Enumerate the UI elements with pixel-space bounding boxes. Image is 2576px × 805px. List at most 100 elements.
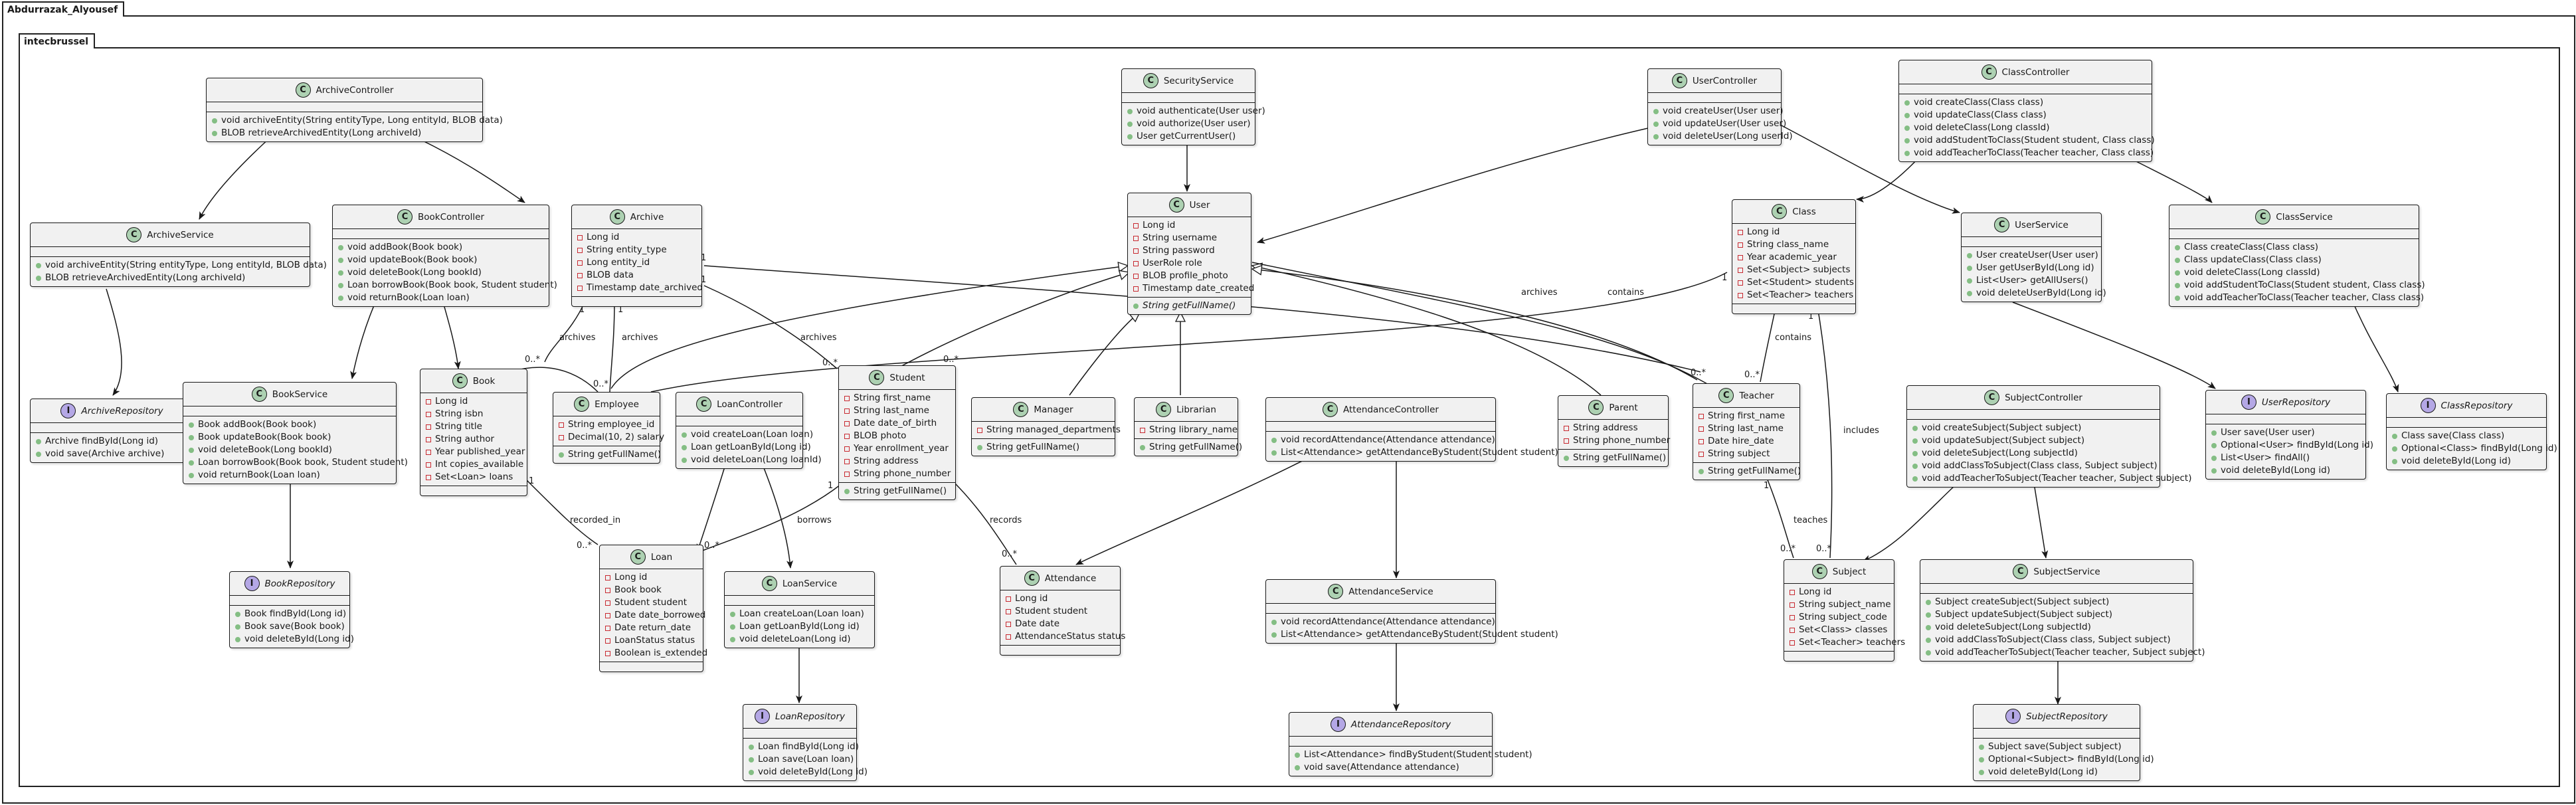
method-row: Loan borrowBook(Book book, Student stude… (189, 456, 408, 469)
class-icon: C (2255, 209, 2271, 224)
field-row: Long id (605, 571, 697, 584)
method-signature: void addClassToSubject(Class class, Subj… (1935, 634, 2171, 645)
class-name: ArchiveController (316, 84, 394, 96)
public-visibility-icon (2392, 458, 2397, 464)
method-signature: String getFullName() (1143, 300, 1236, 311)
field-row: String last_name (844, 404, 950, 417)
methods-section: Subject createSubject(Subject subject)Su… (1920, 593, 2205, 661)
public-visibility-icon (36, 275, 41, 281)
method-signature: void authorize(User user) (1137, 118, 1251, 129)
field-row: Long id (1006, 592, 1115, 605)
public-visibility-icon (1904, 100, 1910, 106)
interface-icon: I (2005, 709, 2021, 724)
methods-section: Class save(Class class)Optional<Class> f… (2387, 427, 2557, 470)
fields-section (333, 229, 549, 238)
public-visibility-icon (730, 611, 735, 617)
public-visibility-icon (1127, 134, 1133, 139)
field-row: Student student (1006, 605, 1115, 618)
methods-section: List<Attendance> findByStudent(Student s… (1289, 746, 1532, 776)
class-icon: C (696, 397, 712, 412)
fields-section (1266, 604, 1495, 613)
method-signature: Optional<Class> findById(Long id) (2401, 443, 2557, 454)
field-row: Date date_borrowed (605, 609, 705, 622)
mult-archive-employee-many: 0..* (593, 379, 609, 389)
field-declaration: BLOB data (587, 270, 634, 280)
field-declaration: String title (435, 421, 482, 432)
field-row: Student student (605, 596, 697, 609)
edge-archive-book (544, 302, 585, 363)
method-row: void updateBook(Book book) (338, 254, 543, 266)
method-row: User createUser(User user) (1967, 249, 2098, 262)
field-declaration: String first_name (1708, 410, 1785, 421)
method-row: void deleteById(Long id) (2392, 455, 2541, 468)
method-signature: String getFullName() (986, 442, 1080, 452)
public-visibility-icon (338, 257, 343, 263)
private-visibility-icon (559, 422, 564, 428)
edge-archive-student (703, 285, 838, 369)
package-inner (19, 47, 2560, 787)
edge-employee-user (610, 266, 1128, 389)
public-visibility-icon (189, 422, 194, 428)
private-visibility-icon (605, 600, 610, 606)
fields-section (725, 596, 874, 605)
edge-manager-user (1069, 312, 1140, 396)
public-visibility-icon (1904, 150, 1910, 156)
package-outer (2, 15, 2575, 804)
fields-section (676, 416, 802, 426)
label-contains-teacher: contains (1608, 288, 1644, 298)
class-icon: C (1013, 402, 1029, 417)
field-row: BLOB photo (844, 430, 950, 442)
public-visibility-icon (2175, 295, 2180, 301)
private-visibility-icon (1140, 427, 1145, 433)
methods-section: String getFullName() (553, 446, 661, 463)
methods-section (572, 296, 701, 306)
class-name: AttendanceService (1348, 586, 1433, 597)
field-row: Date return_date (605, 622, 697, 634)
field-declaration: String author (435, 434, 495, 444)
label-borrows: borrows (797, 515, 832, 525)
mult-book-loan-1: 1 (529, 476, 534, 486)
methods-section: void createLoan(Loan loan)Loan getLoanBy… (676, 426, 822, 468)
edge-userservice-userrepository (2012, 302, 2216, 389)
methods-section: void addBook(Book book)void updateBook(B… (333, 238, 557, 306)
